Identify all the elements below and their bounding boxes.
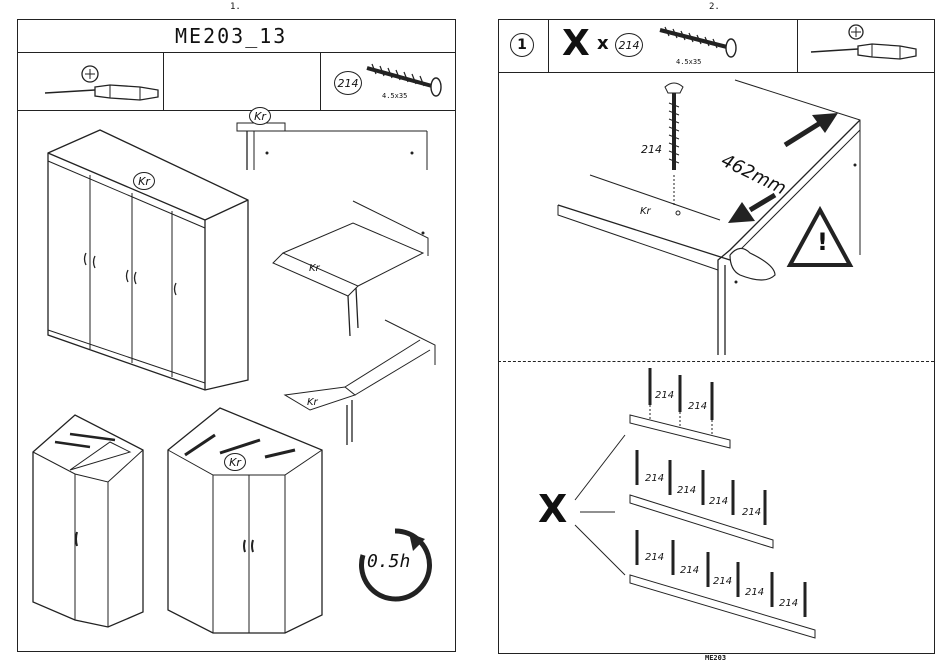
strip-3-label-1: 214 bbox=[645, 552, 664, 563]
strip-2-label-4: 214 bbox=[742, 507, 761, 518]
screwdriver-icon-right bbox=[808, 22, 923, 67]
kr-label-main: Kr bbox=[640, 206, 651, 217]
screw-size-left: 4.5x35 bbox=[382, 92, 407, 100]
screw-label-main: 214 bbox=[641, 143, 662, 156]
strip-1-label-1: 214 bbox=[655, 390, 674, 401]
screwdriver-icon bbox=[40, 60, 165, 105]
kr-badge-wardrobe: Kr bbox=[133, 172, 155, 190]
times-symbol: x bbox=[597, 33, 609, 54]
kr-badge-corner-unit: Kr bbox=[224, 453, 246, 471]
right-screw-cell-divider bbox=[797, 19, 798, 72]
page-number-right: 2. bbox=[709, 2, 720, 12]
strip-2-label-3: 214 bbox=[709, 496, 728, 507]
left-tool-cell-divider-2 bbox=[320, 52, 321, 110]
corner-unit-illustration bbox=[30, 412, 145, 632]
screw-icon-right bbox=[655, 25, 745, 60]
screw-part-badge-left: 214 bbox=[334, 71, 362, 95]
footer-code: ME203 bbox=[705, 654, 726, 662]
warning-icon: ! bbox=[817, 228, 828, 256]
kr-badge-top-detail: Kr bbox=[249, 107, 271, 125]
top-panel-assembly-illustration bbox=[550, 75, 870, 360]
quantity-x-symbol: X bbox=[562, 24, 590, 64]
strip-1-label-2: 214 bbox=[688, 401, 707, 412]
page-number-left: 1. bbox=[230, 2, 241, 12]
strip-2-label-1: 214 bbox=[645, 473, 664, 484]
screw-size-right: 4.5x35 bbox=[676, 58, 701, 66]
kr-label-top-edge: Kr bbox=[309, 263, 320, 274]
screw-part-badge-right: 214 bbox=[615, 33, 643, 57]
options-x-symbol: X bbox=[538, 487, 567, 531]
strip-3-label-4: 214 bbox=[745, 587, 764, 598]
strip-2-label-2: 214 bbox=[677, 485, 696, 496]
wardrobe-illustration bbox=[40, 125, 255, 395]
corner-wardrobe-illustration bbox=[165, 405, 325, 635]
step-number-badge: 1 bbox=[510, 33, 534, 57]
model-title: ME203_13 bbox=[175, 24, 287, 48]
option-pointer-lines bbox=[570, 430, 630, 580]
time-estimate: 0.5h bbox=[367, 551, 410, 572]
strip-3-label-5: 214 bbox=[779, 598, 798, 609]
strip-3-label-2: 214 bbox=[680, 565, 699, 576]
right-step-cell-divider bbox=[548, 19, 549, 72]
strip-3-label-3: 214 bbox=[713, 576, 732, 587]
left-header-divider bbox=[17, 52, 455, 53]
right-header-divider bbox=[498, 72, 934, 73]
